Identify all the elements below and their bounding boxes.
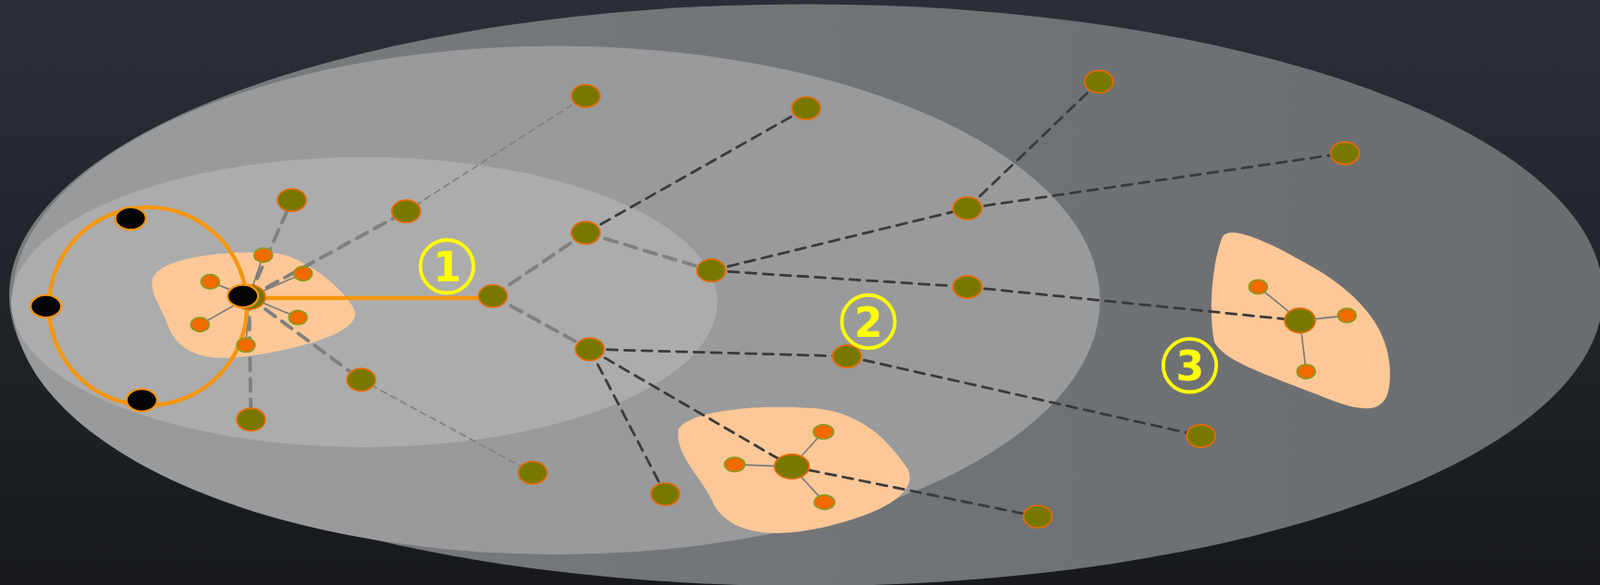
callout-number: 2 <box>854 302 884 344</box>
callout-number: 3 <box>1175 345 1205 387</box>
callout-number: 1 <box>432 246 462 288</box>
